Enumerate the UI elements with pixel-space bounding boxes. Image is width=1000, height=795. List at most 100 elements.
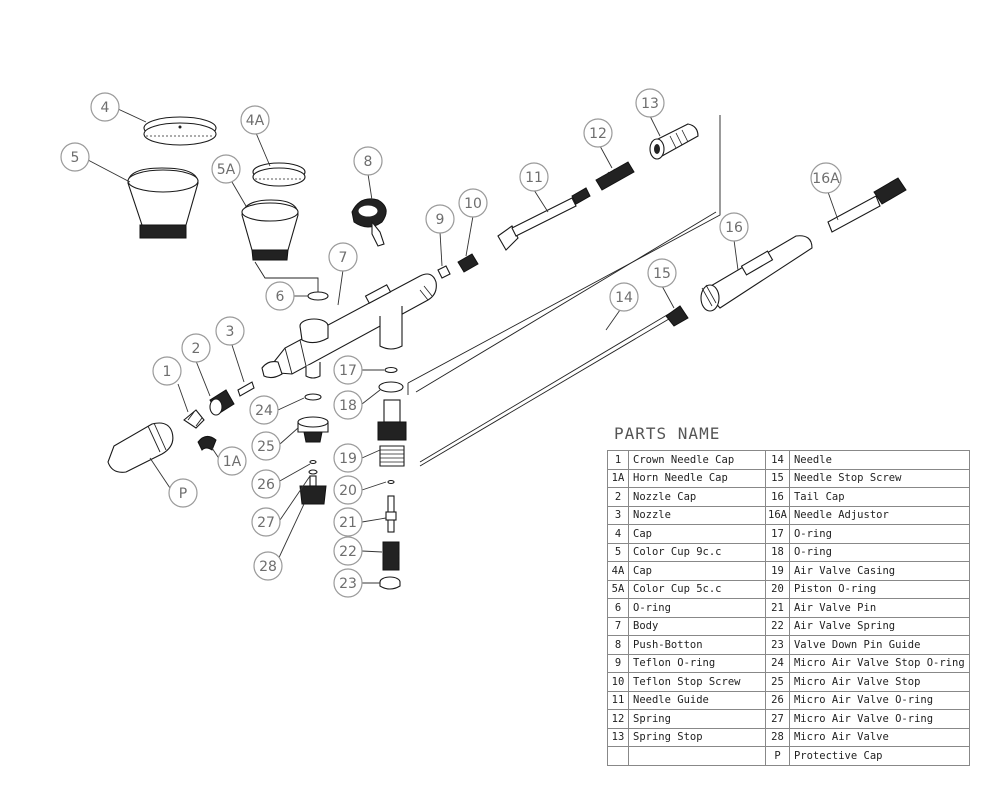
part-number-cell: 4 (607, 524, 629, 544)
part-16A-needle-adjustor (827, 177, 907, 233)
part-name-cell: O-ring (788, 542, 970, 562)
part-number-cell: 8 (607, 635, 629, 655)
part-number-cell: 16A (765, 505, 790, 525)
callout-22: 22 (333, 536, 363, 566)
part-name-cell: Spring Stop (628, 727, 766, 747)
part-name-cell: Micro Air Valve O-ring (788, 709, 970, 729)
callout-4: 4 (90, 92, 120, 122)
callout-1: 1 (152, 356, 182, 386)
callouts: 4 5 4A 5A 6 7 8 9 10 11 12 13 14 15 16 1… (60, 88, 842, 598)
part-number-cell: 2 (607, 487, 629, 507)
part-26-micro-air-valve-o-ring (308, 459, 318, 475)
svg-text:8: 8 (364, 154, 373, 170)
part-number-cell: 22 (765, 616, 790, 636)
svg-text:5: 5 (71, 150, 80, 166)
parts-table-title: PARTS NAME (614, 424, 721, 443)
part-name-cell: Micro Air Valve Stop O-ring (788, 653, 970, 673)
svg-text:11: 11 (525, 170, 543, 186)
callout-11: 11 (519, 162, 549, 192)
svg-text:20: 20 (339, 483, 357, 499)
part-number-cell: 24 (765, 653, 790, 673)
part-11-needle-guide (497, 187, 591, 251)
part-number-cell: 20 (765, 579, 790, 599)
part-number-cell: 13 (607, 727, 629, 747)
part-5-color-cup (127, 167, 199, 239)
callout-3: 3 (215, 316, 245, 346)
guide-lines (407, 115, 721, 395)
svg-text:15: 15 (653, 266, 671, 282)
svg-text:16A: 16A (812, 171, 840, 187)
part-number-cell: 1 (607, 450, 629, 470)
part-5A-color-cup (241, 199, 299, 261)
part-name-cell: Needle (788, 450, 970, 470)
part-7-body (261, 273, 437, 379)
svg-text:6: 6 (276, 289, 285, 305)
callout-12: 12 (583, 118, 613, 148)
part-name-cell: Color Cup 9c.c (628, 542, 766, 562)
svg-text:3: 3 (226, 324, 235, 340)
callout-21: 21 (333, 507, 363, 537)
part-name-cell: Micro Air Valve O-ring (788, 690, 970, 710)
part-20-piston-o-ring (387, 479, 395, 485)
svg-text:14: 14 (615, 290, 633, 306)
part-number-cell: 7 (607, 616, 629, 636)
part-P-protective-cap (107, 422, 174, 473)
part-name-cell: Protective Cap (788, 746, 970, 766)
callout-8: 8 (353, 146, 383, 176)
svg-text:21: 21 (339, 515, 357, 531)
part-number-cell: 26 (765, 690, 790, 710)
part-23-valve-down-pin-guide (379, 576, 401, 590)
part-number-cell: 19 (765, 561, 790, 581)
part-10-stop-screw (457, 253, 479, 273)
part-number-cell: 9 (607, 653, 629, 673)
part-name-cell: O-ring (788, 524, 970, 544)
part-name-cell: Needle Adjustor (788, 505, 970, 525)
leader-lines (87, 108, 839, 584)
part-1-crown-needle-cap (183, 409, 205, 429)
callout-P: P (168, 478, 198, 508)
part-25-micro-air-valve-stop (297, 416, 329, 443)
part-9-teflon-o-ring (437, 265, 451, 279)
callout-16A: 16A (810, 162, 842, 194)
callout-4A: 4A (240, 105, 270, 135)
callout-6: 6 (265, 281, 295, 311)
part-name-cell: Needle Guide (628, 690, 766, 710)
part-number-cell: 5 (607, 542, 629, 562)
part-number-cell: 15 (765, 468, 790, 488)
svg-text:5A: 5A (217, 162, 236, 178)
svg-text:23: 23 (339, 576, 357, 592)
svg-text:25: 25 (257, 439, 275, 455)
part-number-cell: 21 (765, 598, 790, 618)
part-18-o-ring (378, 381, 404, 393)
part-name-cell: Teflon Stop Screw (628, 672, 766, 692)
part-number-cell: 12 (607, 709, 629, 729)
svg-text:28: 28 (259, 559, 277, 575)
part-28-micro-air-valve (299, 475, 327, 505)
part-4-cap (143, 116, 217, 146)
part-number-cell: 28 (765, 727, 790, 747)
callout-5A: 5A (211, 154, 241, 184)
part-number-cell: 18 (765, 542, 790, 562)
callout-1A: 1A (217, 446, 247, 476)
callout-7: 7 (328, 242, 358, 272)
svg-text:27: 27 (257, 515, 275, 531)
callout-14: 14 (609, 282, 639, 312)
callout-17: 17 (333, 355, 363, 385)
callout-26: 26 (251, 469, 281, 499)
part-name-cell: Spring (628, 709, 766, 729)
part-number-cell: 1A (607, 468, 629, 488)
part-number-cell: 5A (607, 579, 629, 599)
callout-2: 2 (181, 333, 211, 363)
part-3-nozzle (237, 381, 255, 397)
svg-text:10: 10 (464, 196, 482, 212)
part-name-cell: Nozzle Cap (628, 487, 766, 507)
